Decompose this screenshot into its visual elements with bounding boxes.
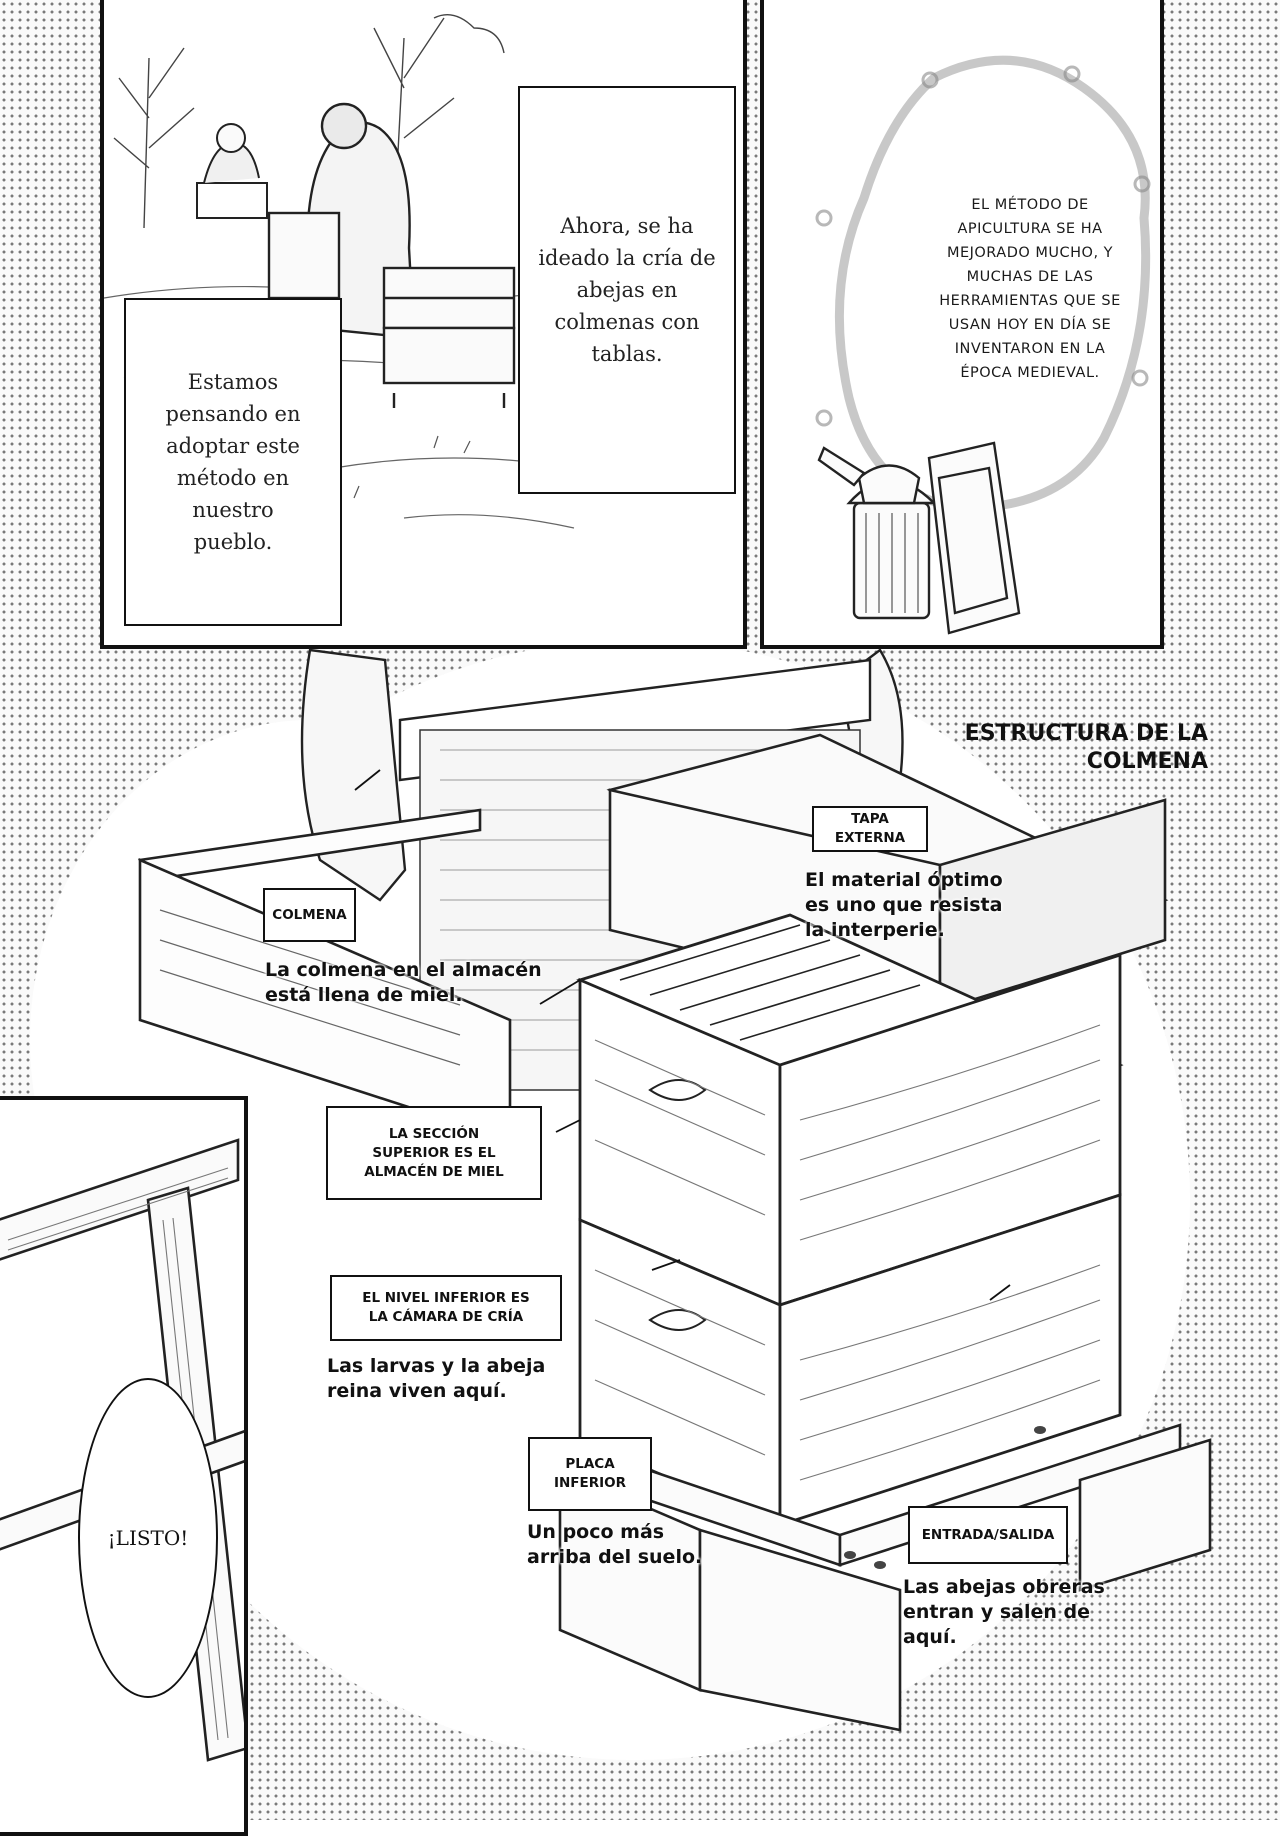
tag-tapa-externa: TAPA EXTERNA bbox=[812, 806, 928, 852]
tag-entrada-salida: ENTRADA/SALIDA bbox=[908, 1506, 1068, 1564]
narration-box-2: Estamos pensando en adoptar este método … bbox=[124, 298, 342, 626]
tag-colmena: COLMENA bbox=[263, 888, 356, 942]
desc-entrada-salida: Las abejas obreras entran y salen de aqu… bbox=[903, 1576, 1105, 1648]
speech-bubble-listo: ¡LISTO! bbox=[78, 1378, 218, 1698]
hive-illustration bbox=[138, 648, 1212, 1732]
tag-seccion-superior: LA SECCIÓN SUPERIOR ES EL ALMACÉN DE MIE… bbox=[326, 1106, 542, 1200]
panel-smoker bbox=[760, 0, 1164, 649]
narration-box-1: Ahora, se ha ideado la cría de abejas en… bbox=[518, 86, 736, 494]
diagram-title: ESTRUCTURA DE LA COLMENA bbox=[964, 721, 1208, 774]
smoker-icon bbox=[817, 441, 1021, 635]
desc-colmena: La colmena en el almacén está llena de m… bbox=[265, 959, 542, 1006]
tag-placa-inferior: PLACA INFERIOR bbox=[528, 1437, 652, 1511]
desc-nivel-inferior: Las larvas y la abeja reina viven aquí. bbox=[327, 1355, 546, 1402]
thought-bubble-shape bbox=[815, 55, 1151, 513]
thought-text: EL MÉTODO DE APICULTURA SE HA MEJORADO M… bbox=[939, 197, 1121, 381]
tag-nivel-inferior: EL NIVEL INFERIOR ES LA CÁMARA DE CRÍA bbox=[330, 1275, 562, 1341]
desc-tapa-externa: El material óptimo es uno que resista la… bbox=[805, 869, 1003, 941]
desc-placa-inferior: Un poco más arriba del suelo. bbox=[527, 1521, 703, 1568]
